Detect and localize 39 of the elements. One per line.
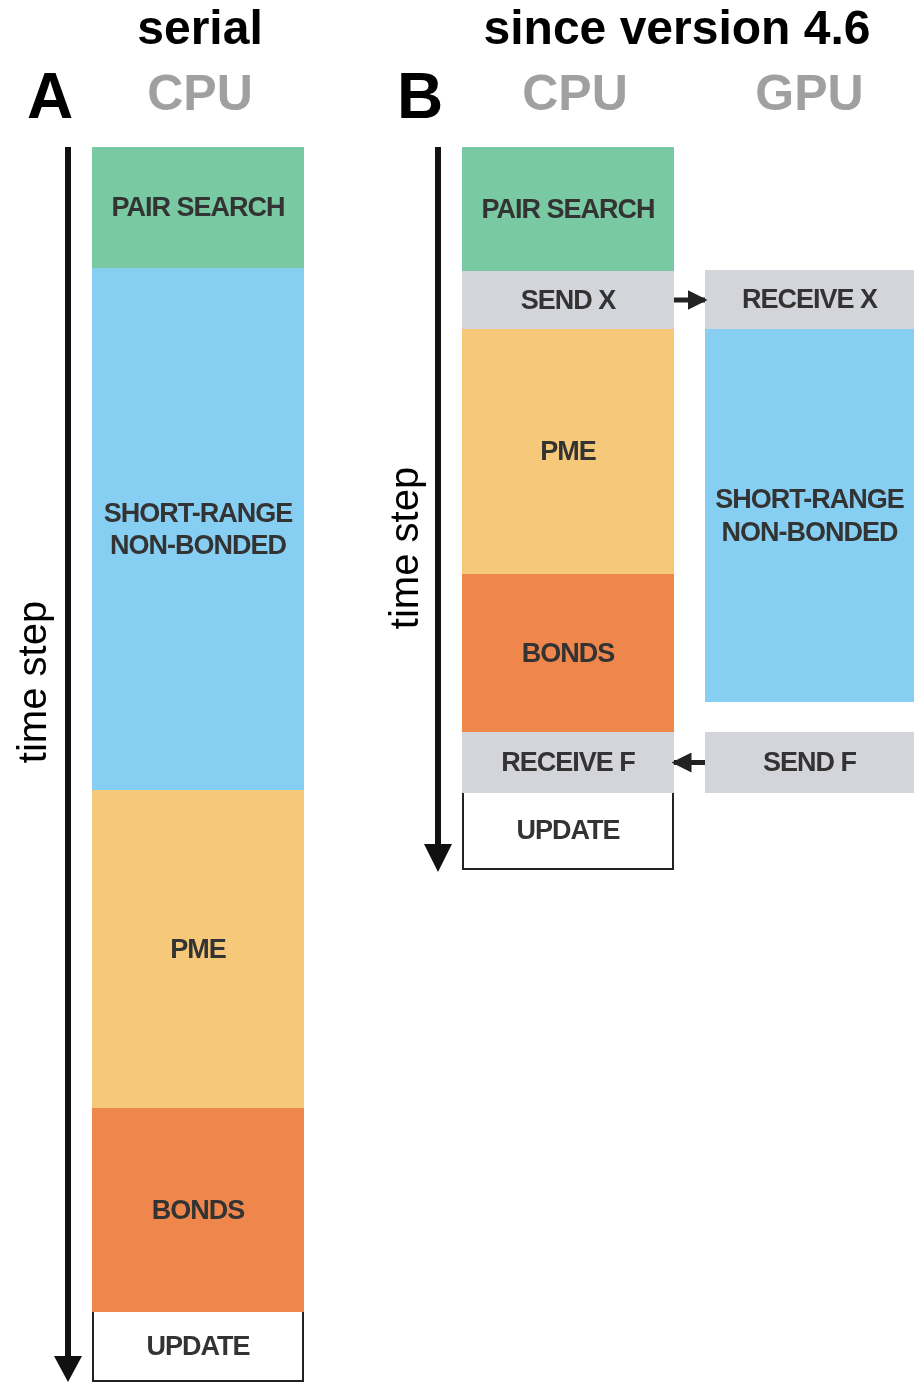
process-block bbox=[462, 793, 674, 870]
block-label: PME bbox=[169, 932, 227, 966]
block-label: PAIR SEARCH bbox=[480, 192, 656, 226]
axis-label: time step bbox=[12, 599, 52, 766]
block-label: SEND X bbox=[519, 283, 617, 317]
processor-label: CPU bbox=[521, 68, 629, 118]
process-block bbox=[462, 271, 674, 329]
block-label: UPDATE bbox=[145, 1329, 251, 1363]
block-label: BONDS bbox=[520, 636, 616, 670]
process-block bbox=[92, 147, 304, 268]
block-label: RECEIVE X bbox=[740, 283, 879, 316]
process-block bbox=[92, 268, 304, 790]
process-block bbox=[92, 1312, 304, 1382]
block-label: BONDS bbox=[150, 1193, 246, 1227]
process-block bbox=[462, 147, 674, 271]
column-heading: serial bbox=[136, 4, 264, 52]
process-block bbox=[462, 574, 674, 732]
block-label: SEND F bbox=[762, 746, 857, 779]
process-block bbox=[705, 270, 914, 329]
process-block bbox=[705, 329, 914, 702]
axis-label: time step bbox=[384, 465, 424, 632]
processor-label: CPU bbox=[146, 68, 254, 118]
arrow bbox=[674, 290, 708, 310]
panel-letter: B bbox=[395, 64, 445, 128]
process-block bbox=[92, 790, 304, 1108]
arrow bbox=[671, 752, 705, 773]
block-label: UPDATE bbox=[515, 814, 621, 847]
column-heading: since version 4.6 bbox=[482, 4, 872, 52]
processor-label: GPU bbox=[754, 68, 865, 118]
block-label: SHORT-RANGE NON-BONDED bbox=[102, 496, 294, 562]
block-label: PME bbox=[539, 435, 597, 468]
process-block bbox=[92, 1108, 304, 1312]
process-block bbox=[705, 732, 914, 793]
process-block bbox=[462, 732, 674, 793]
panel-letter: A bbox=[25, 64, 75, 128]
block-label: RECEIVE F bbox=[500, 746, 636, 779]
process-block bbox=[462, 329, 674, 574]
block-label: PAIR SEARCH bbox=[110, 191, 286, 224]
block-label: SHORT-RANGE NON-BONDED bbox=[714, 483, 905, 548]
